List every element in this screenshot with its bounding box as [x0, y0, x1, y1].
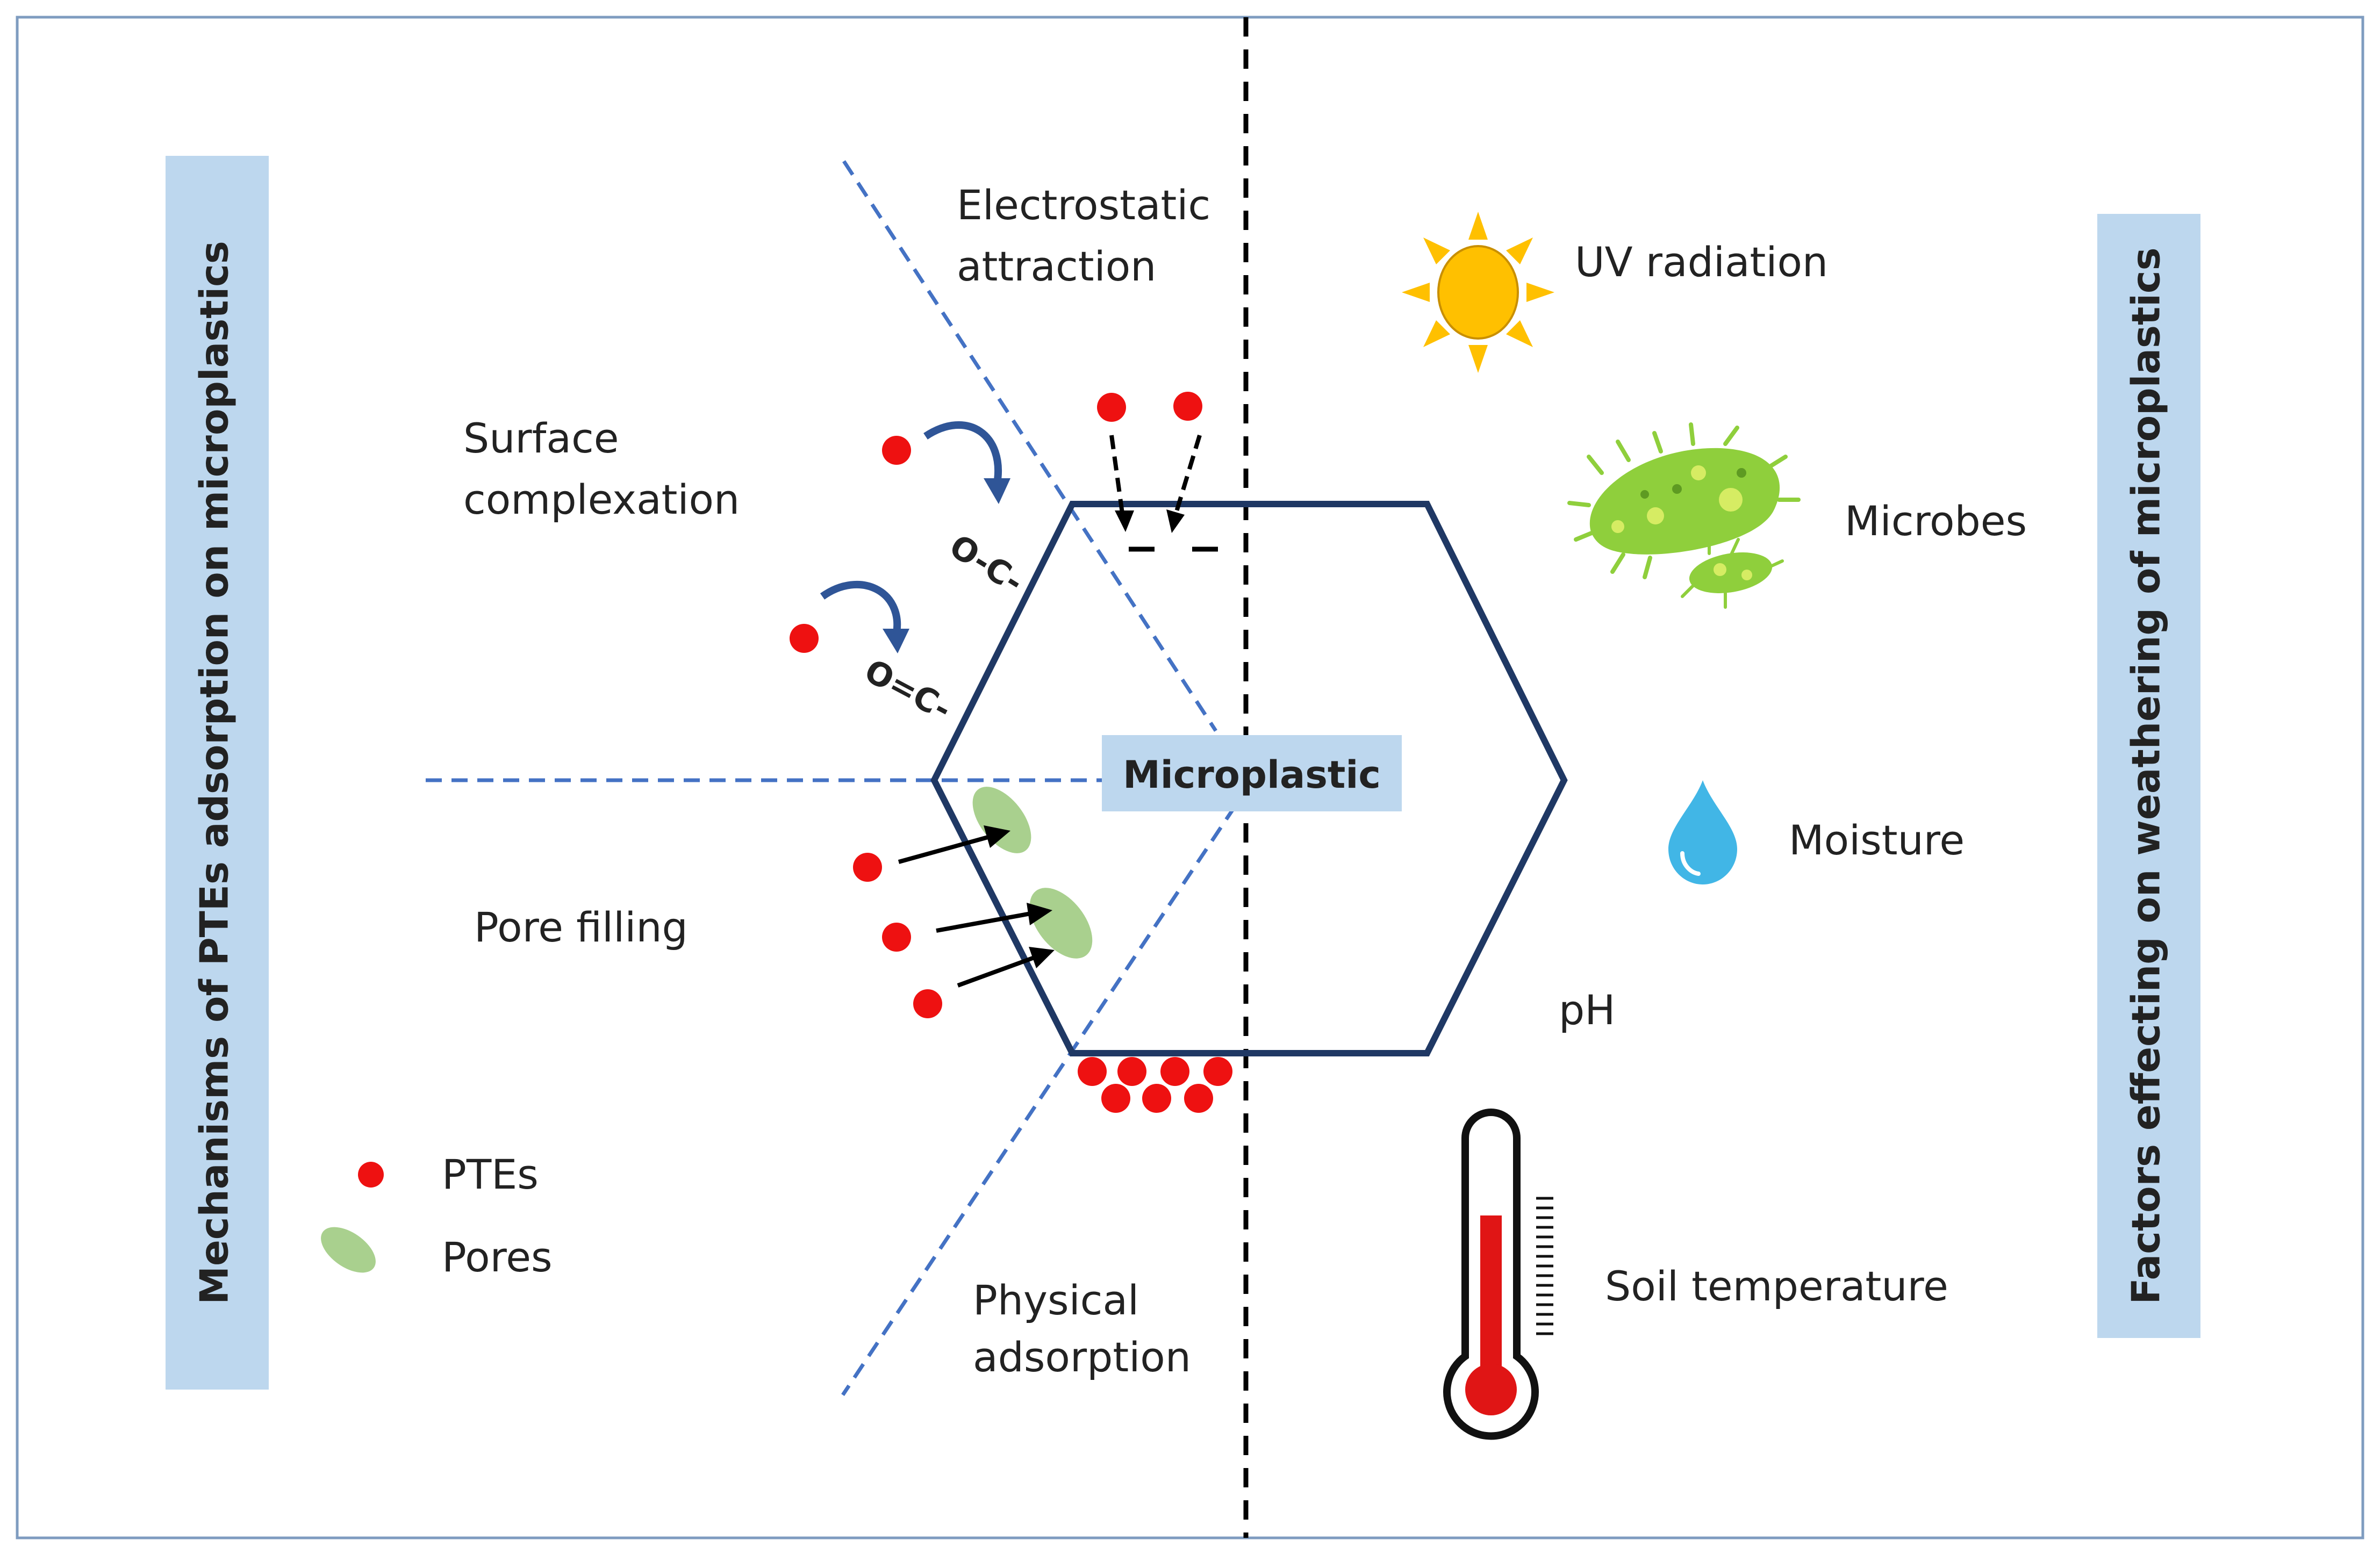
- physical-adsorption-group: [1078, 1057, 1232, 1113]
- pte-dot: [790, 624, 819, 653]
- surface-complexation-group: O-C- O=C-: [790, 421, 1030, 729]
- pore: [1029, 888, 1093, 959]
- dashed-arrow: [1174, 434, 1202, 514]
- electrostatic-group: [1097, 392, 1218, 552]
- label-pore-filling: Pore filling: [474, 903, 688, 951]
- electrostatic-line-1: Electrostatic: [957, 181, 1210, 229]
- right-title-box: [2097, 214, 2200, 1338]
- bond-label-oc: O-C-: [943, 527, 1030, 601]
- pte-dot: [853, 853, 882, 882]
- sun-icon: [1402, 212, 1554, 373]
- pte-dot: [1101, 1084, 1130, 1113]
- water-drop-highlight: [1680, 851, 1701, 876]
- right-panel-title: Factors effecting on weathering of micro…: [2124, 248, 2169, 1305]
- arrowhead: [1115, 510, 1134, 532]
- water-drop-icon: [1668, 780, 1737, 884]
- arrowhead: [984, 825, 1010, 848]
- factor-label-ph: pH: [1559, 986, 1615, 1034]
- pte-dot: [1078, 1057, 1107, 1086]
- microplastic-hexagon: [930, 501, 1568, 1056]
- physical-line-2: adsorption: [973, 1333, 1191, 1381]
- arrowhead: [883, 629, 909, 653]
- physical-line-1: Physical: [973, 1276, 1139, 1324]
- curved-arrow: [923, 421, 1002, 485]
- pore-filling-group: [853, 787, 1093, 1018]
- legend-label-pores: Pores: [442, 1233, 553, 1281]
- label-electrostatic-attraction: Electrostatic attraction: [957, 181, 1223, 290]
- sector-line-upper: [842, 160, 1217, 732]
- sector-line-lower: [841, 805, 1237, 1396]
- thermometer-icon: [1443, 1109, 1553, 1440]
- pte-dot: [1160, 1057, 1189, 1086]
- arrowhead: [1027, 903, 1052, 925]
- bond-label-o-double-c: O=C-: [858, 652, 957, 728]
- surface-line-1: Surface: [463, 414, 619, 462]
- pte-dot: [1142, 1084, 1171, 1113]
- sector-lines: [426, 160, 1237, 1396]
- left-title-box: [166, 156, 269, 1390]
- factor-label-microbes: Microbes: [1845, 497, 2027, 545]
- microplastic-label-box: [1102, 735, 1402, 811]
- pte-dot: [1117, 1057, 1146, 1086]
- left-panel-title: Mechanisms of PTEs adsorption on micropl…: [192, 241, 237, 1304]
- pte-dot: [882, 436, 911, 465]
- outer-frame: [16, 16, 2364, 1539]
- arrow: [957, 955, 1035, 988]
- arrow: [898, 835, 989, 864]
- curved-arrow: [820, 580, 901, 634]
- legend: PTEs Pores: [321, 1150, 553, 1281]
- factor-label-soil-temperature: Soil temperature: [1605, 1262, 1948, 1310]
- electrostatic-line-2: attraction: [957, 242, 1156, 290]
- label-surface-complexation: Surface complexation: [463, 414, 740, 523]
- factor-label-uv-radiation: UV radiation: [1575, 238, 1828, 286]
- label-physical-adsorption: Physical adsorption: [973, 1276, 1191, 1381]
- green-ellipse-icon: [321, 1227, 376, 1273]
- pte-dot: [1173, 392, 1202, 421]
- arrowhead: [1029, 947, 1055, 968]
- bacteria-icon: [1567, 422, 1801, 609]
- pte-dot: [882, 923, 911, 952]
- pte-dot: [1203, 1057, 1232, 1086]
- arrowhead: [1166, 509, 1185, 533]
- surface-line-2: complexation: [463, 476, 740, 523]
- pte-dot: [1097, 393, 1126, 422]
- legend-label-ptes: PTEs: [442, 1150, 539, 1198]
- pte-dot: [1184, 1084, 1213, 1113]
- microplastic-label: Microplastic: [1123, 753, 1381, 797]
- arrow: [936, 911, 1031, 933]
- dashed-arrow: [1109, 435, 1124, 514]
- pore: [972, 787, 1031, 853]
- red-dot-icon: [358, 1162, 384, 1188]
- factor-label-moisture: Moisture: [1789, 816, 1965, 864]
- arrowhead: [984, 478, 1010, 504]
- pte-dot: [913, 989, 942, 1018]
